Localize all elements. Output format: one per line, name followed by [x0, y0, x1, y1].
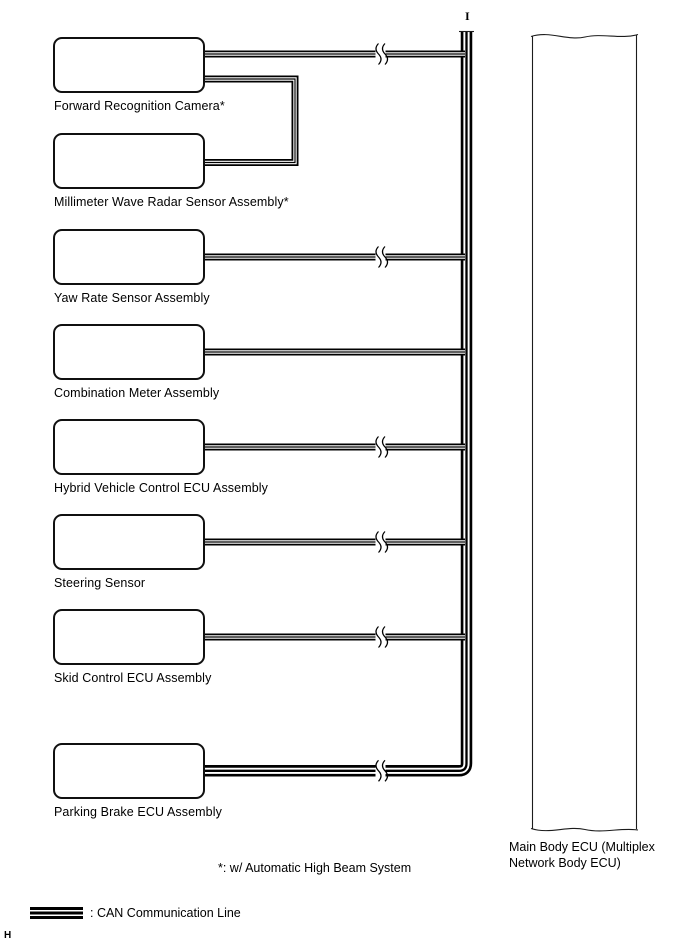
node-label-skid-control-ecu: Skid Control ECU Assembly: [54, 671, 212, 685]
line-break-icon: [375, 759, 389, 782]
main-body-ecu-label: Main Body ECU (Multiplex Network Body EC…: [509, 840, 655, 870]
node-label-millimeter-wave-radar: Millimeter Wave Radar Sensor Assembly*: [54, 195, 289, 209]
node-box-parking-brake-ecu: [53, 743, 205, 799]
line-break-icon: [375, 246, 389, 268]
line-break-icon: [375, 626, 389, 648]
line-break-icon: [375, 531, 389, 553]
node-box-skid-control-ecu: [53, 609, 205, 665]
line-break-icon: [375, 43, 389, 65]
can-bus-line: [205, 32, 473, 777]
can-line-legend-swatch-icon: [30, 907, 83, 919]
section-marker-h: H: [4, 930, 12, 941]
legend-label: : CAN Communication Line: [90, 906, 241, 920]
node-box-steering-sensor: [53, 514, 205, 570]
node-box-forward-recognition-camera: [53, 37, 205, 93]
node-label-combination-meter: Combination Meter Assembly: [54, 386, 220, 400]
can-line-camera-radar-link: [205, 75, 299, 166]
node-label-forward-recognition-camera: Forward Recognition Camera*: [54, 99, 225, 113]
node-label-hybrid-control-ecu: Hybrid Vehicle Control ECU Assembly: [54, 481, 268, 495]
node-label-parking-brake-ecu: Parking Brake ECU Assembly: [54, 805, 222, 819]
node-label-steering-sensor: Steering Sensor: [54, 576, 146, 590]
node-box-yaw-rate-sensor: [53, 229, 205, 285]
section-marker-i: I: [465, 9, 470, 23]
node-box-hybrid-control-ecu: [53, 419, 205, 475]
main-body-ecu-outline: [530, 33, 639, 832]
legend: : CAN Communication Line: [30, 906, 241, 920]
node-label-yaw-rate-sensor: Yaw Rate Sensor Assembly: [54, 291, 210, 305]
line-break-icon: [375, 436, 389, 458]
node-box-millimeter-wave-radar: [53, 133, 205, 189]
node-box-combination-meter: [53, 324, 205, 380]
footnote: *: w/ Automatic High Beam System: [218, 861, 412, 875]
